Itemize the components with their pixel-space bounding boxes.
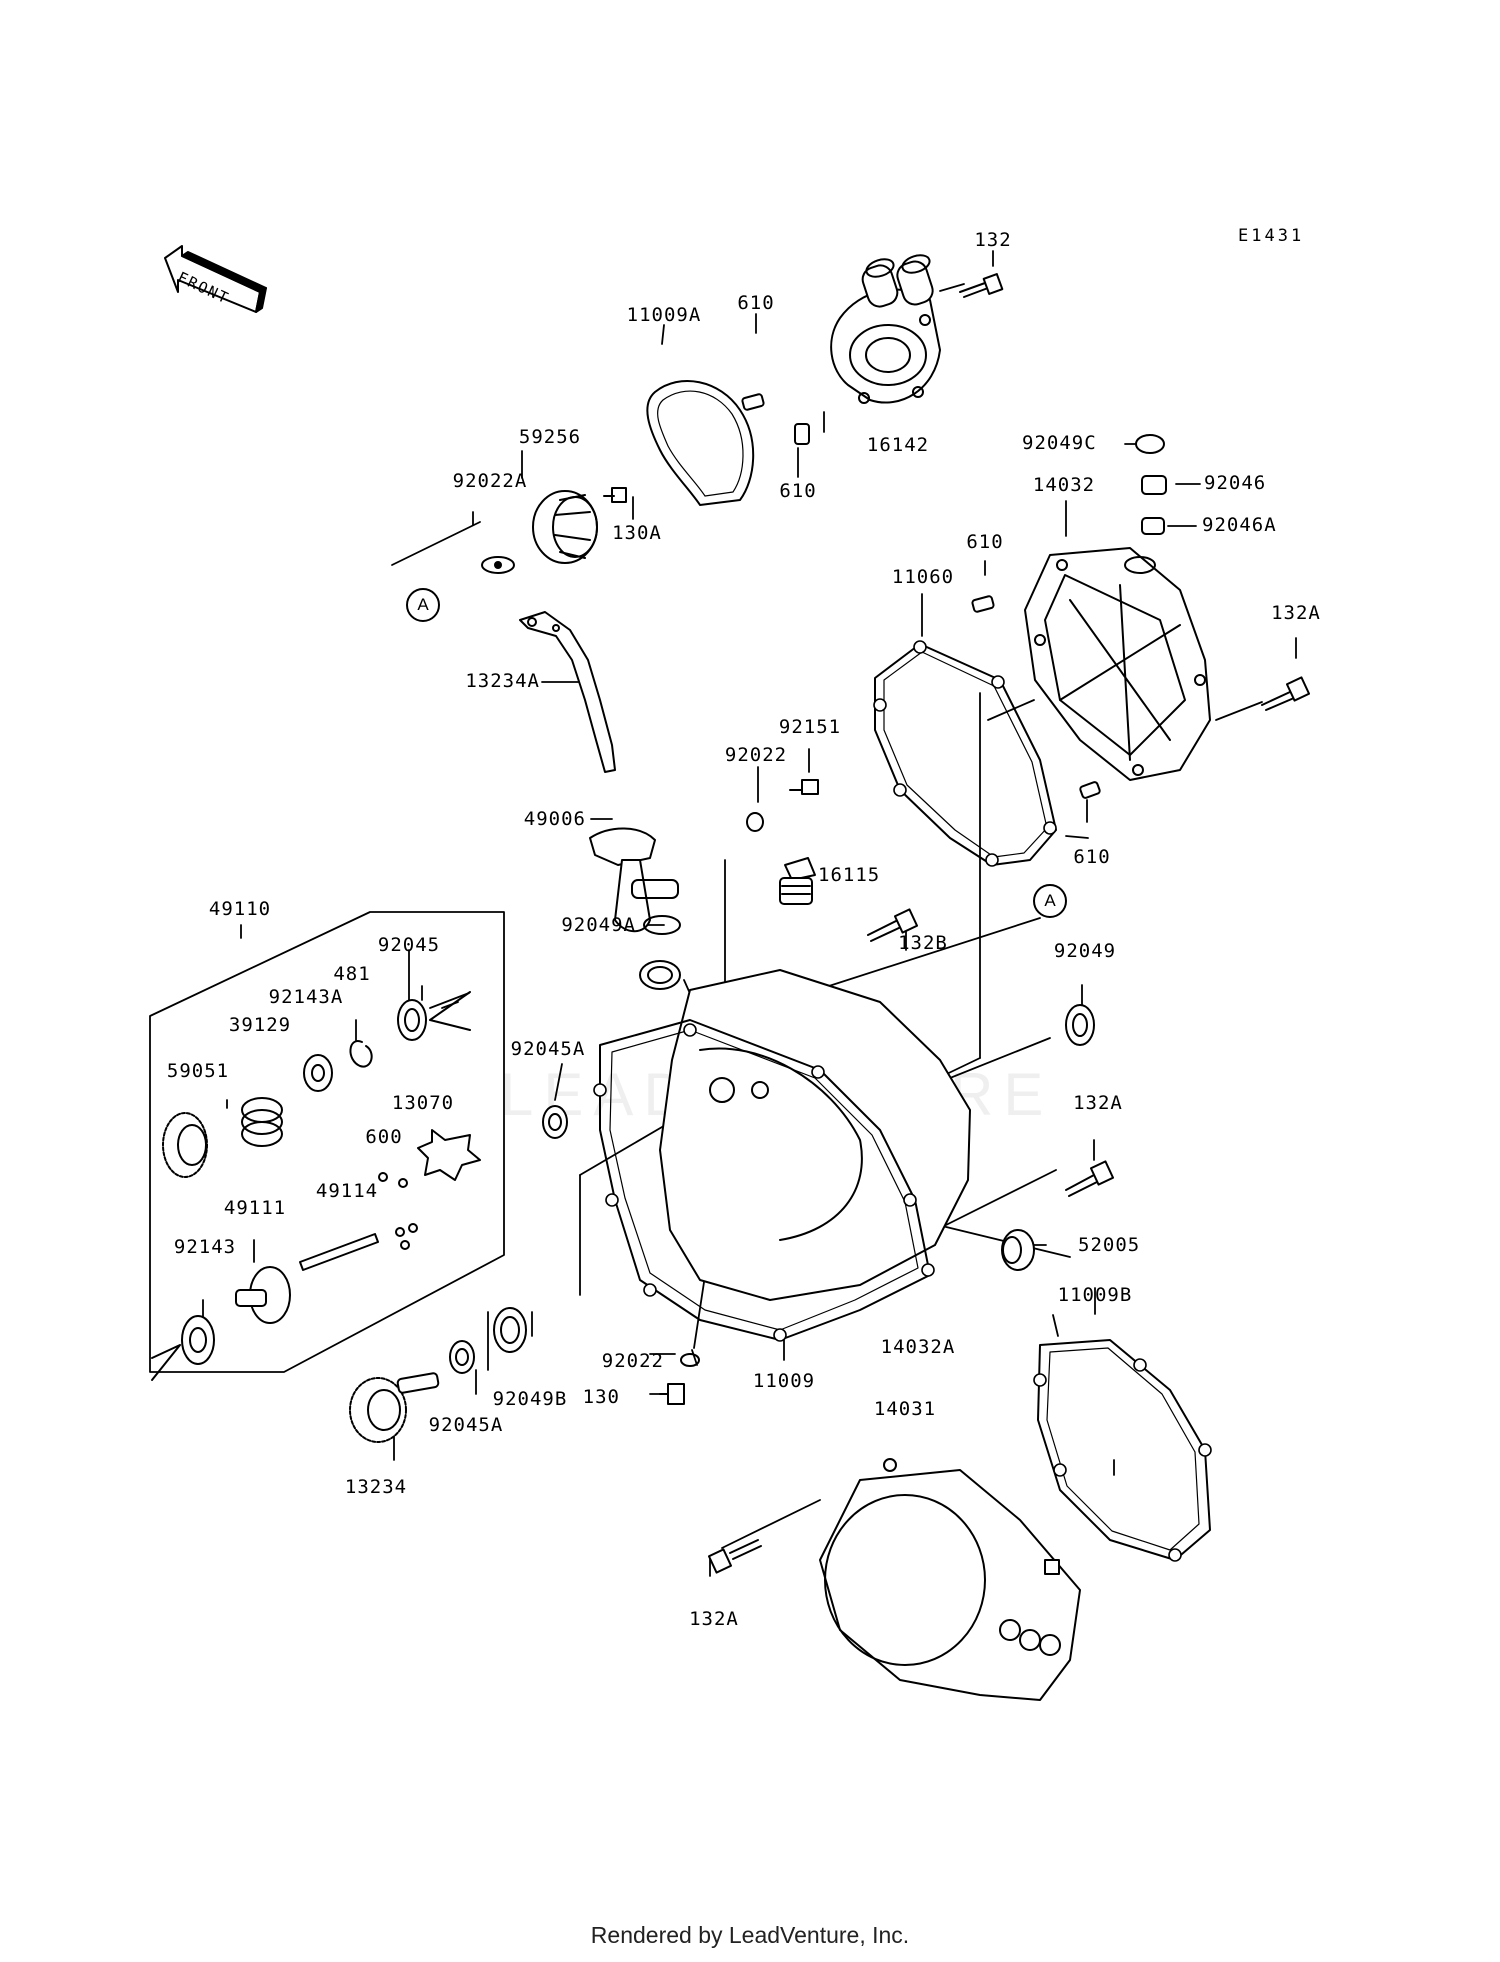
o-ring-92022-bottom [680,1353,700,1367]
callout-92045A[interactable]: 92045A [510,1038,586,1060]
washer-92049C [1135,434,1165,454]
callout-132A[interactable]: 132A [1271,602,1321,624]
callout-13070[interactable]: 13070 [391,1092,455,1114]
lever-49006 [589,827,679,933]
bolt-132A-bottom [707,1539,762,1574]
bolt-132A-right [1261,676,1311,711]
o-ring-92022-top [746,812,764,832]
callout-481[interactable]: 481 [333,963,371,985]
callout-11060[interactable]: 11060 [891,566,955,588]
callout-14032[interactable]: 14032 [1032,474,1096,496]
bearing-92049B [493,1307,527,1353]
oil-seal-92049 [1065,1004,1095,1046]
seal-92045A-lower [449,1340,475,1374]
gasket-11060 [874,643,1057,866]
callout-92046A[interactable]: 92046A [1202,514,1277,536]
assembly-49110-frame [149,911,505,1373]
callout-11009[interactable]: 11009 [752,1370,816,1392]
callout-610[interactable]: 610 [1073,846,1111,868]
callout-49110[interactable]: 49110 [208,898,272,920]
collar-92046A [1141,517,1165,535]
shaft-13234A [519,611,616,773]
cover-14031 [819,1458,1081,1701]
bolt-132 [959,273,1004,298]
gasket-11009B [1037,1339,1211,1561]
callout-92022[interactable]: 92022 [724,744,788,766]
callout-49006[interactable]: 49006 [523,808,586,830]
gear-13234 [349,1372,440,1443]
collar-92046 [1141,475,1167,495]
callout-92046[interactable]: 92046 [1204,472,1267,494]
callout-132A[interactable]: 132A [1073,1092,1123,1114]
impeller-59256 [532,490,598,564]
callout-49111[interactable]: 49111 [223,1197,287,1219]
callout-92049[interactable]: 92049 [1053,940,1117,962]
callout-59256[interactable]: 59256 [518,426,582,448]
callout-49114[interactable]: 49114 [315,1180,379,1202]
callout-92045A[interactable]: 92045A [428,1414,504,1436]
callout-13234A[interactable]: 13234A [465,670,540,692]
bolt-130 [659,1383,685,1405]
callout-92049A[interactable]: 92049A [561,914,636,936]
callout-11009B[interactable]: 11009B [1057,1284,1133,1306]
callout-132B[interactable]: 132B [898,932,948,954]
callout-92143A[interactable]: 92143A [268,986,344,1008]
bolt-132A-mid [1065,1160,1115,1197]
gasket-11009A [646,380,755,506]
footer-credit: Rendered by LeadVenture, Inc. [590,1922,910,1948]
callout-92143[interactable]: 92143 [173,1236,237,1258]
reference-marker-a-left: A [406,588,440,622]
leader-lines [202,250,1297,1577]
callout-92022A[interactable]: 92022A [452,470,528,492]
callout-130[interactable]: 130 [582,1386,620,1408]
callout-59051[interactable]: 59051 [166,1060,230,1082]
callout-13234[interactable]: 13234 [344,1476,408,1498]
bolt-92151 [789,779,819,795]
callout-92151[interactable]: 92151 [778,716,842,738]
callout-92049C[interactable]: 92049C [1022,432,1097,454]
plug-16115 [779,857,816,905]
callout-11009A[interactable]: 11009A [626,304,702,326]
callout-130A[interactable]: 130A [612,522,662,544]
dowel-pins-610 [741,393,1101,799]
callout-600[interactable]: 600 [365,1126,403,1148]
inspection-cap-52005 [1001,1229,1035,1271]
bolt-132B [867,908,919,942]
callout-14032A[interactable]: 14032A [880,1336,956,1358]
diagram-code: E1431 [1238,226,1305,246]
cover-14032A [639,960,971,1301]
callout-610[interactable]: 610 [737,292,775,314]
callout-52005[interactable]: 52005 [1078,1234,1141,1256]
seal-92045A-upper [542,1105,568,1139]
callout-92022[interactable]: 92022 [601,1350,664,1372]
front-arrow-icon [164,245,267,313]
callout-14031[interactable]: 14031 [873,1398,937,1420]
callout-132A[interactable]: 132A [689,1608,739,1630]
water-pump-cover-16142 [830,254,941,404]
bolt-130A [603,487,627,503]
callout-132[interactable]: 132 [974,229,1012,251]
callout-610[interactable]: 610 [966,531,1004,553]
cover-14032 [1024,547,1211,781]
callout-610[interactable]: 610 [779,480,817,502]
callout-92049B[interactable]: 92049B [492,1388,568,1410]
callout-39129[interactable]: 39129 [228,1014,292,1036]
o-ring-92049A [643,915,681,935]
callout-16115[interactable]: 16115 [818,864,881,886]
callout-92045[interactable]: 92045 [377,934,441,956]
callout-16142[interactable]: 16142 [866,434,930,456]
assembly-49110-parts [151,991,481,1381]
reference-marker-a-right: A [1033,884,1067,918]
